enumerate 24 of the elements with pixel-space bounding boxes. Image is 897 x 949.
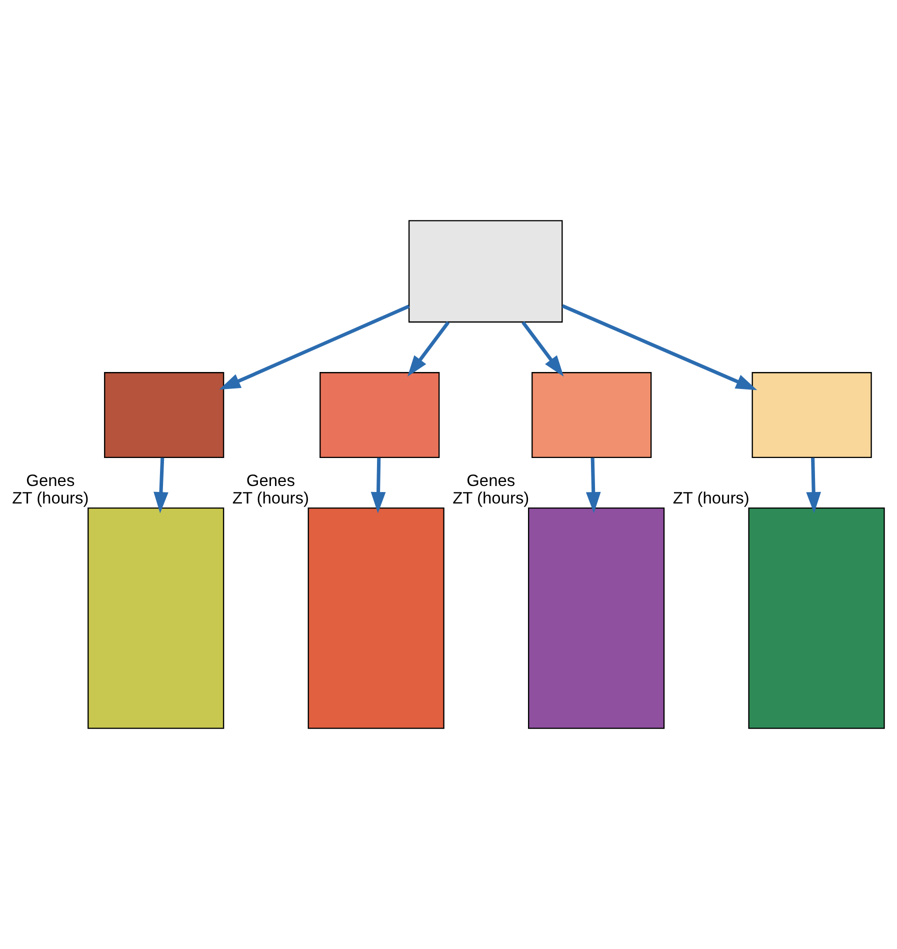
node-label: Genes xyxy=(246,472,295,490)
node-label: ZT (hours) xyxy=(672,490,750,508)
arrow xyxy=(154,458,168,514)
arrow xyxy=(407,321,450,377)
arrow xyxy=(562,304,758,390)
node-box xyxy=(88,507,224,729)
node-box xyxy=(752,372,872,458)
arrow xyxy=(806,458,822,514)
node-box xyxy=(528,507,665,729)
node-box xyxy=(308,507,444,729)
arrow xyxy=(522,321,564,377)
node-label: ZT (hours) xyxy=(232,490,309,508)
arrow xyxy=(370,458,386,514)
node-box xyxy=(532,372,652,458)
node-label: Genes xyxy=(26,472,75,490)
node-label: ZT (hours) xyxy=(452,490,530,508)
node-box xyxy=(104,372,224,458)
arrow xyxy=(586,458,601,514)
node-label: Genes xyxy=(466,472,516,490)
node-box xyxy=(320,372,440,458)
node-box xyxy=(748,507,885,729)
node-box xyxy=(408,220,563,323)
node-label: ZT (hours) xyxy=(12,490,89,508)
arrow xyxy=(219,304,410,390)
